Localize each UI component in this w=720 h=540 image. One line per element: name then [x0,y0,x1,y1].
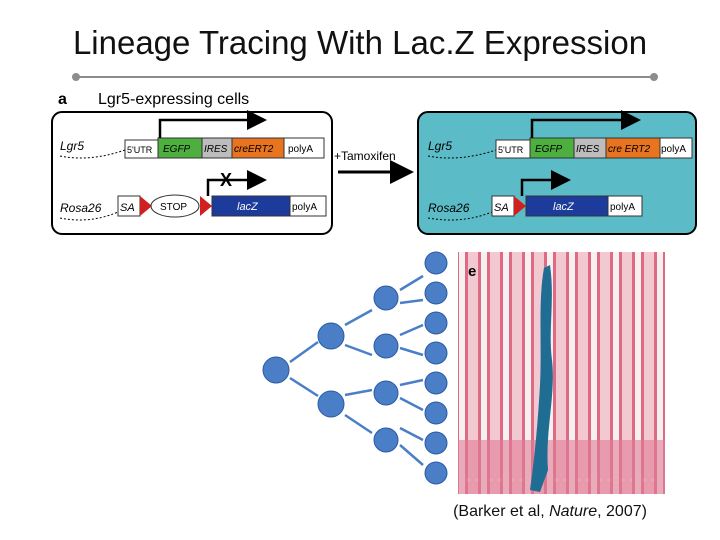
left-loxp-2 [200,196,212,216]
svg-text:5'UTR: 5'UTR [127,145,153,155]
blue-lineage-stripe [530,265,553,492]
citation-prefix: (Barker et al, [453,503,550,520]
cell-gen2 [373,285,399,311]
divider-end-left [72,73,80,81]
cell-gen1 [317,390,345,418]
cell-gen2 [373,333,399,359]
title-divider [75,76,655,78]
left-stop-box [150,194,200,218]
svg-text:STOP: STOP [160,202,187,213]
cell-gen3 [424,431,448,455]
tamoxifen-label: +Tamoxifen [334,149,396,163]
left-lgr5-label: Lgr5 [60,139,84,153]
cell-gen0 [262,356,290,384]
citation-journal: Nature [549,503,598,520]
svg-text:SA: SA [120,202,135,214]
cell-gen3 [424,401,448,425]
svg-text:5'UTR: 5'UTR [498,145,524,155]
right-promoter-arrow [530,110,641,138]
svg-text:polyA: polyA [610,202,635,213]
divider-end-right [650,73,658,81]
slide-title: Lineage Tracing With Lac.Z Expression [72,24,648,61]
left-rosa-arrow [206,170,267,196]
left-polya-box-2 [289,195,327,217]
citation-suffix: , 2007) [597,503,647,520]
left-loxp-1 [140,196,152,216]
svg-text:IRES: IRES [204,144,228,155]
cell-gen3 [424,341,448,365]
panel-e-label: e [468,263,476,280]
right-lgr5-label: Lgr5 [428,139,452,153]
blocked-mark: X [220,170,232,190]
cell-gen3 [424,371,448,395]
right-rosa26-label: Rosa26 [428,201,470,215]
svg-text:polyA: polyA [661,144,686,155]
svg-text:polyA: polyA [292,202,317,213]
cell-gen3 [424,461,448,485]
left-rosa26-label: Rosa26 [60,201,102,215]
svg-text:EGFP: EGFP [535,144,563,155]
svg-text:creERT2: creERT2 [234,144,274,155]
cell-gen1 [317,322,345,350]
svg-text:lacZ: lacZ [237,201,259,213]
svg-text:SA: SA [494,202,509,214]
right-rosa-arrow [520,170,571,196]
cell-gen3 [424,251,448,275]
cell-gen2 [373,380,399,406]
left-polya-box [283,137,325,159]
svg-text:lacZ: lacZ [553,201,575,213]
citation: (Barker et al, Nature, 2007) [400,503,700,521]
panel-a-title: Lgr5-expressing cells [98,91,249,108]
svg-text:cre ERT2: cre ERT2 [608,144,650,155]
cell-gen3 [424,281,448,305]
left-promoter-arrow [158,110,267,138]
svg-text:IRES: IRES [576,144,600,155]
panel-a-label: a [58,91,67,108]
right-loxp [514,196,526,216]
cell-gen2 [373,427,399,453]
lineage-tree [289,274,424,466]
svg-text:polyA: polyA [288,144,313,155]
intestine-micrograph: e [458,252,665,494]
svg-text:EGFP: EGFP [163,144,191,155]
cell-gen3 [424,311,448,335]
